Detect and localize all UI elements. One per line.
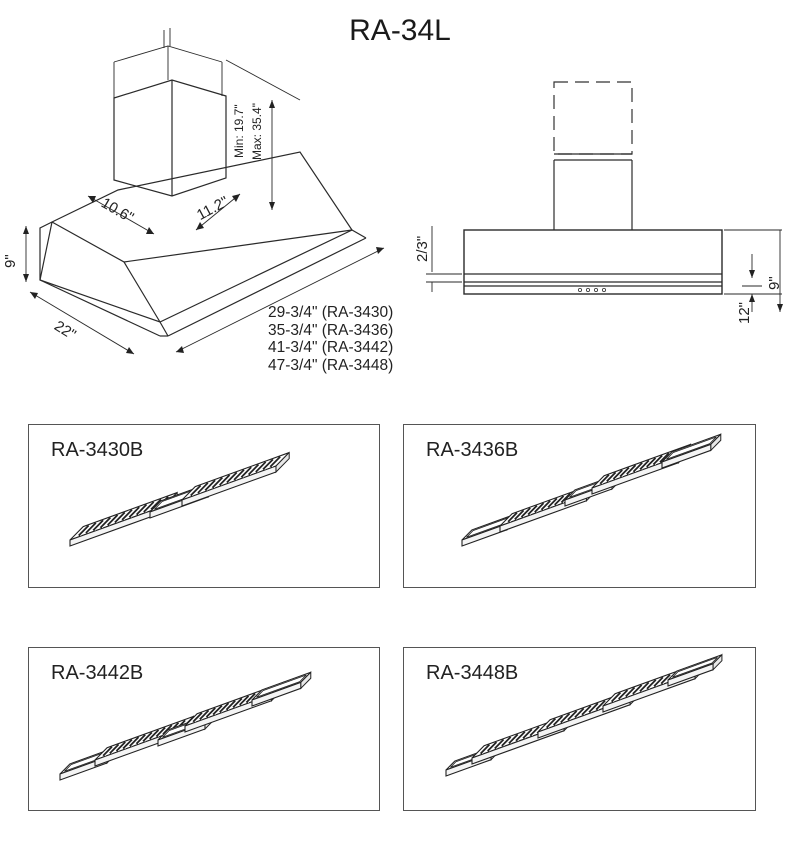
baffle-filter: [69, 491, 178, 547]
chimney-shape: [113, 28, 227, 197]
filter-cover: [661, 433, 722, 469]
panel-label: RA-3442B: [51, 662, 144, 684]
width-model-item: 41-3/4" (RA-3442): [268, 339, 394, 356]
filter-panel-ra3430b: RA-3430B: [28, 424, 380, 588]
filter-cover: [667, 653, 723, 687]
hood-canopy-shape: [39, 151, 367, 337]
panel-label: RA-3448B: [426, 662, 519, 684]
baffle-filter: [181, 451, 290, 507]
baffle-filter: [94, 715, 195, 767]
width-model-item: 29-3/4" (RA-3430): [268, 304, 394, 321]
filter-panel-ra3436b: RA-3436B: [403, 424, 756, 588]
width-model-item: 35-3/4" (RA-3436): [268, 321, 394, 339]
filter-panel-ra3448b: RA-3448B: [403, 647, 756, 811]
width-model-list: 29-3/4" (RA-3430) 35-3/4" (RA-3436) 41-3…: [268, 304, 393, 374]
page-title: RA-34L: [349, 14, 451, 47]
panel-label: RA-3436B: [426, 439, 519, 461]
filter-panel-ra3442b: RA-3442B: [28, 647, 380, 811]
panel-label: RA-3430B: [51, 439, 144, 461]
iso-dimension-lines: [23, 59, 385, 355]
filter-cover: [251, 671, 312, 707]
width-model-item: 47-3/4" (RA-3448): [268, 356, 394, 374]
